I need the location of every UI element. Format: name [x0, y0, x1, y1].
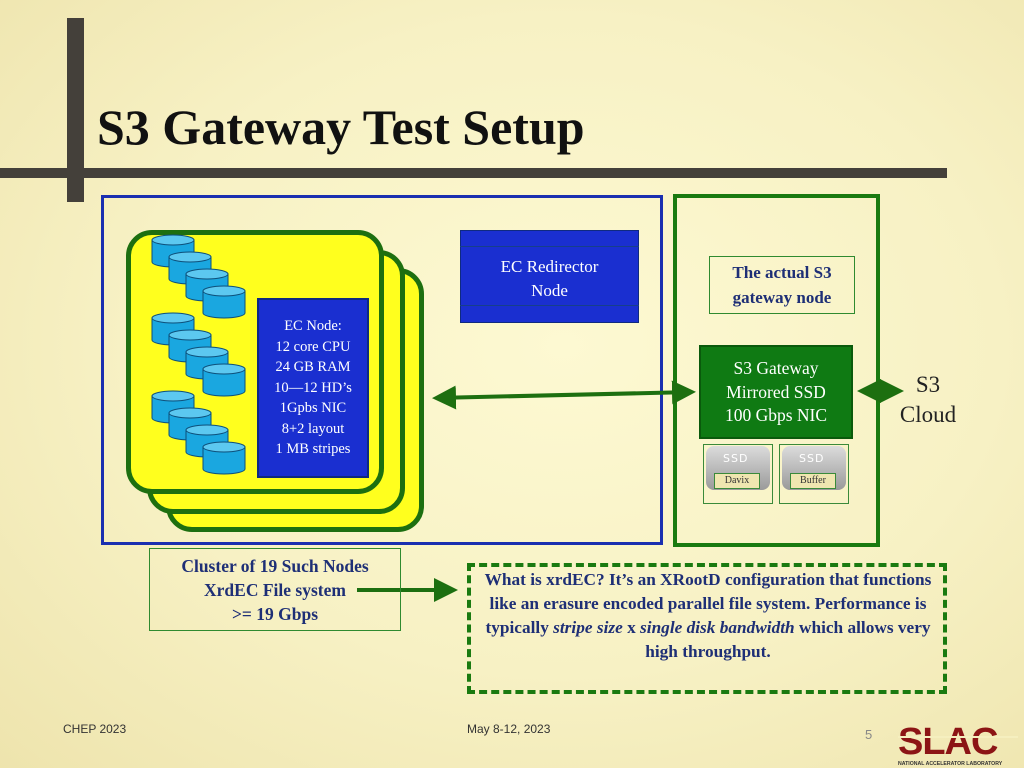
ec-node-line: EC Node: — [284, 318, 342, 334]
s3-cloud-line: S3 — [915, 372, 941, 397]
title-vertical-bar — [67, 18, 84, 202]
xrdec-note: What is xrdEC? It’s an XRootD configurat… — [476, 568, 940, 664]
ec-redirector-line: EC Redirector — [500, 257, 599, 276]
disk-icon — [185, 346, 229, 380]
ec-node-line: 8+2 layout — [281, 420, 345, 437]
ec-redirector-label: EC Redirector Node — [460, 255, 639, 303]
title-underline-bar — [0, 168, 947, 178]
disk-icon — [185, 268, 229, 302]
s3-gateway-line: S3 Gateway — [733, 358, 819, 378]
cluster-summary: Cluster of 19 Such Nodes XrdEC File syst… — [149, 554, 401, 626]
ec-to-gateway-arrow — [432, 380, 696, 410]
s3-gateway-specs: S3 Gateway Mirrored SSD 100 Gbps NIC — [699, 357, 853, 428]
ssd-buffer-frame — [779, 444, 849, 504]
actual-gateway-label-box — [709, 256, 855, 314]
slac-logo-subtitle: NATIONAL ACCELERATOR LABORATORY — [898, 761, 1003, 767]
slide-title: S3 Gateway Test Setup — [97, 99, 585, 155]
s3-gateway-line: 100 Gbps NIC — [724, 405, 828, 425]
ec-node-line: 12 core CPU — [275, 338, 351, 355]
ssd-tag-davix: Davix — [714, 473, 760, 489]
ssd-davix-frame — [703, 444, 773, 504]
ec-node-line: 10—12 HD’s — [274, 379, 352, 396]
gateway-region-box — [673, 194, 880, 547]
actual-gateway-line: gateway node — [732, 287, 832, 307]
disk-stack-group — [151, 234, 246, 475]
ec-redirector-inner-frame — [460, 246, 639, 306]
page-number: 5 — [865, 727, 873, 742]
slac-logo-text: SLAC — [898, 721, 998, 763]
ec-redirector-box — [460, 230, 639, 323]
cluster-line: >= 19 Gbps — [231, 604, 319, 624]
ec-redirector-line: Node — [531, 281, 568, 300]
footer-date: May 8-12, 2023 — [467, 722, 551, 736]
xrdec-note-box — [467, 563, 947, 694]
ec-node-box — [257, 298, 369, 478]
actual-gateway-label: The actual S3 gateway node — [709, 261, 855, 310]
xrdec-note-emphasis: stripe size — [553, 618, 623, 637]
xrdec-note-emphasis: single disk bandwidth — [640, 618, 795, 637]
s3-cloud-line: Cloud — [899, 402, 957, 427]
xrdec-note-text: x — [622, 618, 641, 637]
cluster-region-box — [101, 195, 663, 545]
cluster-line: Cluster of 19 Such Nodes — [181, 556, 369, 576]
disk-icon — [202, 441, 246, 475]
slac-logo: SLAC NATIONAL ACCELERATOR LABORATORY — [898, 721, 1018, 767]
s3-gateway-box — [699, 345, 853, 439]
xrdec-note-text: What is xrdEC? It’s an XRootD configurat… — [484, 570, 932, 637]
footer-conference: CHEP 2023 — [63, 722, 127, 736]
disk-icon — [202, 285, 246, 319]
ec-node-line: 1Gpbs NIC — [279, 400, 347, 416]
cluster-summary-box — [149, 548, 401, 631]
ec-node-specs: EC Node: 12 core CPU 24 GB RAM 10—12 HD’… — [262, 316, 364, 460]
actual-gateway-line: The actual S3 — [732, 263, 832, 282]
s3-cloud-label: S3 Cloud — [888, 370, 968, 430]
ssd-label: SSD — [799, 452, 825, 465]
s3-gateway-line: Mirrored SSD — [726, 381, 826, 402]
cluster-line: XrdEC File system — [204, 580, 346, 600]
disk-icon — [202, 363, 246, 397]
ssd-tag-buffer: Buffer — [790, 473, 836, 489]
ec-node-line: 1 MB stripes — [275, 441, 351, 457]
xrdec-note-text: which allows very high throughput. — [645, 618, 931, 661]
ssd-label: SSD — [723, 452, 749, 465]
ec-node-line: 24 GB RAM — [275, 359, 351, 375]
